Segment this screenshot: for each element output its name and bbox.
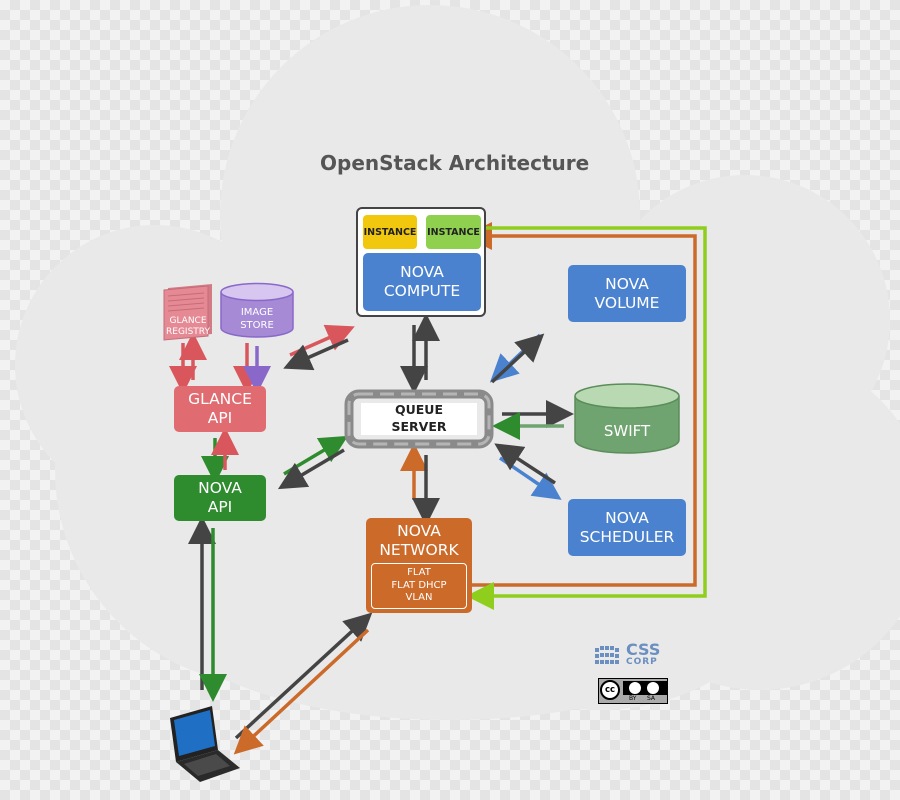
- arrow-queue-to-volume: [490, 333, 545, 384]
- glance-api-line1: GLANCE: [188, 390, 252, 409]
- image-store-label: IMAGE STORE: [219, 307, 295, 332]
- css-corp-logo-text: CSS CORP: [626, 640, 661, 668]
- nova-network-node: NOVA NETWORK FLAT FLAT DHCP VLAN: [366, 518, 472, 613]
- queue-server-line2: SERVER: [391, 418, 447, 434]
- nova-compute-line2: COMPUTE: [383, 282, 461, 300]
- nova-scheduler-line2: SCHEDULER: [579, 527, 675, 546]
- cc-sa-text: SA: [647, 695, 656, 702]
- queue-server-label: QUEUE SERVER: [361, 402, 477, 436]
- nova-volume-node: NOVA VOLUME: [568, 265, 686, 322]
- glance-registry-line1: GLANCE: [169, 316, 207, 326]
- network-mode-vlan: VLAN: [405, 592, 433, 604]
- nova-network-line2: NETWORK: [379, 540, 459, 559]
- nova-compute-label-box: NOVA COMPUTE: [363, 253, 481, 311]
- glance-registry-line2: REGISTRY: [166, 327, 210, 338]
- cc-by-text: BY: [629, 695, 637, 702]
- css-corp-line2: CORP: [626, 657, 658, 667]
- queue-server-line1: QUEUE: [394, 402, 443, 417]
- glance-registry-label: GLANCE REGISTRY: [160, 316, 216, 339]
- image-store-cylinder-icon: [220, 282, 294, 338]
- nova-api-node: NOVA API: [174, 475, 266, 521]
- nova-network-line1: NOVA: [397, 522, 441, 540]
- arrow-queue-to-glance: [283, 338, 349, 371]
- arrow-network-to-laptop: [233, 628, 370, 755]
- arrow-scheduler-link-dark: [494, 443, 556, 485]
- cc-sa-icon: [647, 682, 659, 694]
- cc-icons-bar: [623, 681, 667, 695]
- swift-label: SWIFT: [603, 422, 651, 440]
- nova-volume-line1: NOVA: [605, 274, 649, 293]
- network-mode-flat-dhcp: FLAT DHCP: [391, 579, 447, 591]
- glance-registry-icon: [163, 284, 212, 341]
- queue-server-inner: [361, 403, 477, 435]
- arrow-queue-to-novaapi: [277, 448, 345, 490]
- nova-compute-line1: NOVA: [400, 263, 444, 282]
- loop-orange: [464, 222, 697, 587]
- diagram-title: OpenStack Architecture: [320, 151, 590, 175]
- glance-api-node: GLANCE API: [174, 386, 266, 432]
- nova-compute-node: INSTANCE INSTANCE NOVA COMPUTE: [356, 207, 486, 317]
- image-store-line1: IMAGE: [240, 307, 274, 318]
- nova-volume-line2: VOLUME: [594, 293, 660, 312]
- css-corp-line1: CSS: [626, 640, 661, 659]
- nova-api-line1: NOVA: [198, 479, 242, 498]
- queue-server-ring-icon: [344, 389, 494, 449]
- instance-chip-2: INSTANCE: [426, 215, 481, 249]
- nova-scheduler-line1: NOVA: [605, 508, 649, 527]
- cc-license-badge: cc BY SA: [598, 678, 668, 704]
- instance-chip-1: INSTANCE: [363, 215, 417, 249]
- nova-scheduler-node: NOVA SCHEDULER: [568, 499, 686, 556]
- css-corp-logo-icon: [595, 646, 619, 664]
- laptop-icon: [170, 706, 240, 782]
- image-store-line2: STORE: [240, 319, 274, 331]
- network-mode-flat: FLAT: [407, 567, 431, 579]
- arrow-glance-to-queue: [289, 324, 355, 357]
- swift-cylinder-icon: [574, 383, 680, 454]
- glance-api-line2: API: [207, 409, 233, 427]
- arrow-laptop-to-network: [234, 612, 373, 740]
- loop-green: [466, 226, 707, 610]
- network-modes-list: FLAT FLAT DHCP VLAN: [371, 563, 467, 609]
- nova-api-line2: API: [207, 498, 233, 516]
- cc-icon: cc: [600, 680, 620, 700]
- cc-by-icon: [629, 682, 641, 694]
